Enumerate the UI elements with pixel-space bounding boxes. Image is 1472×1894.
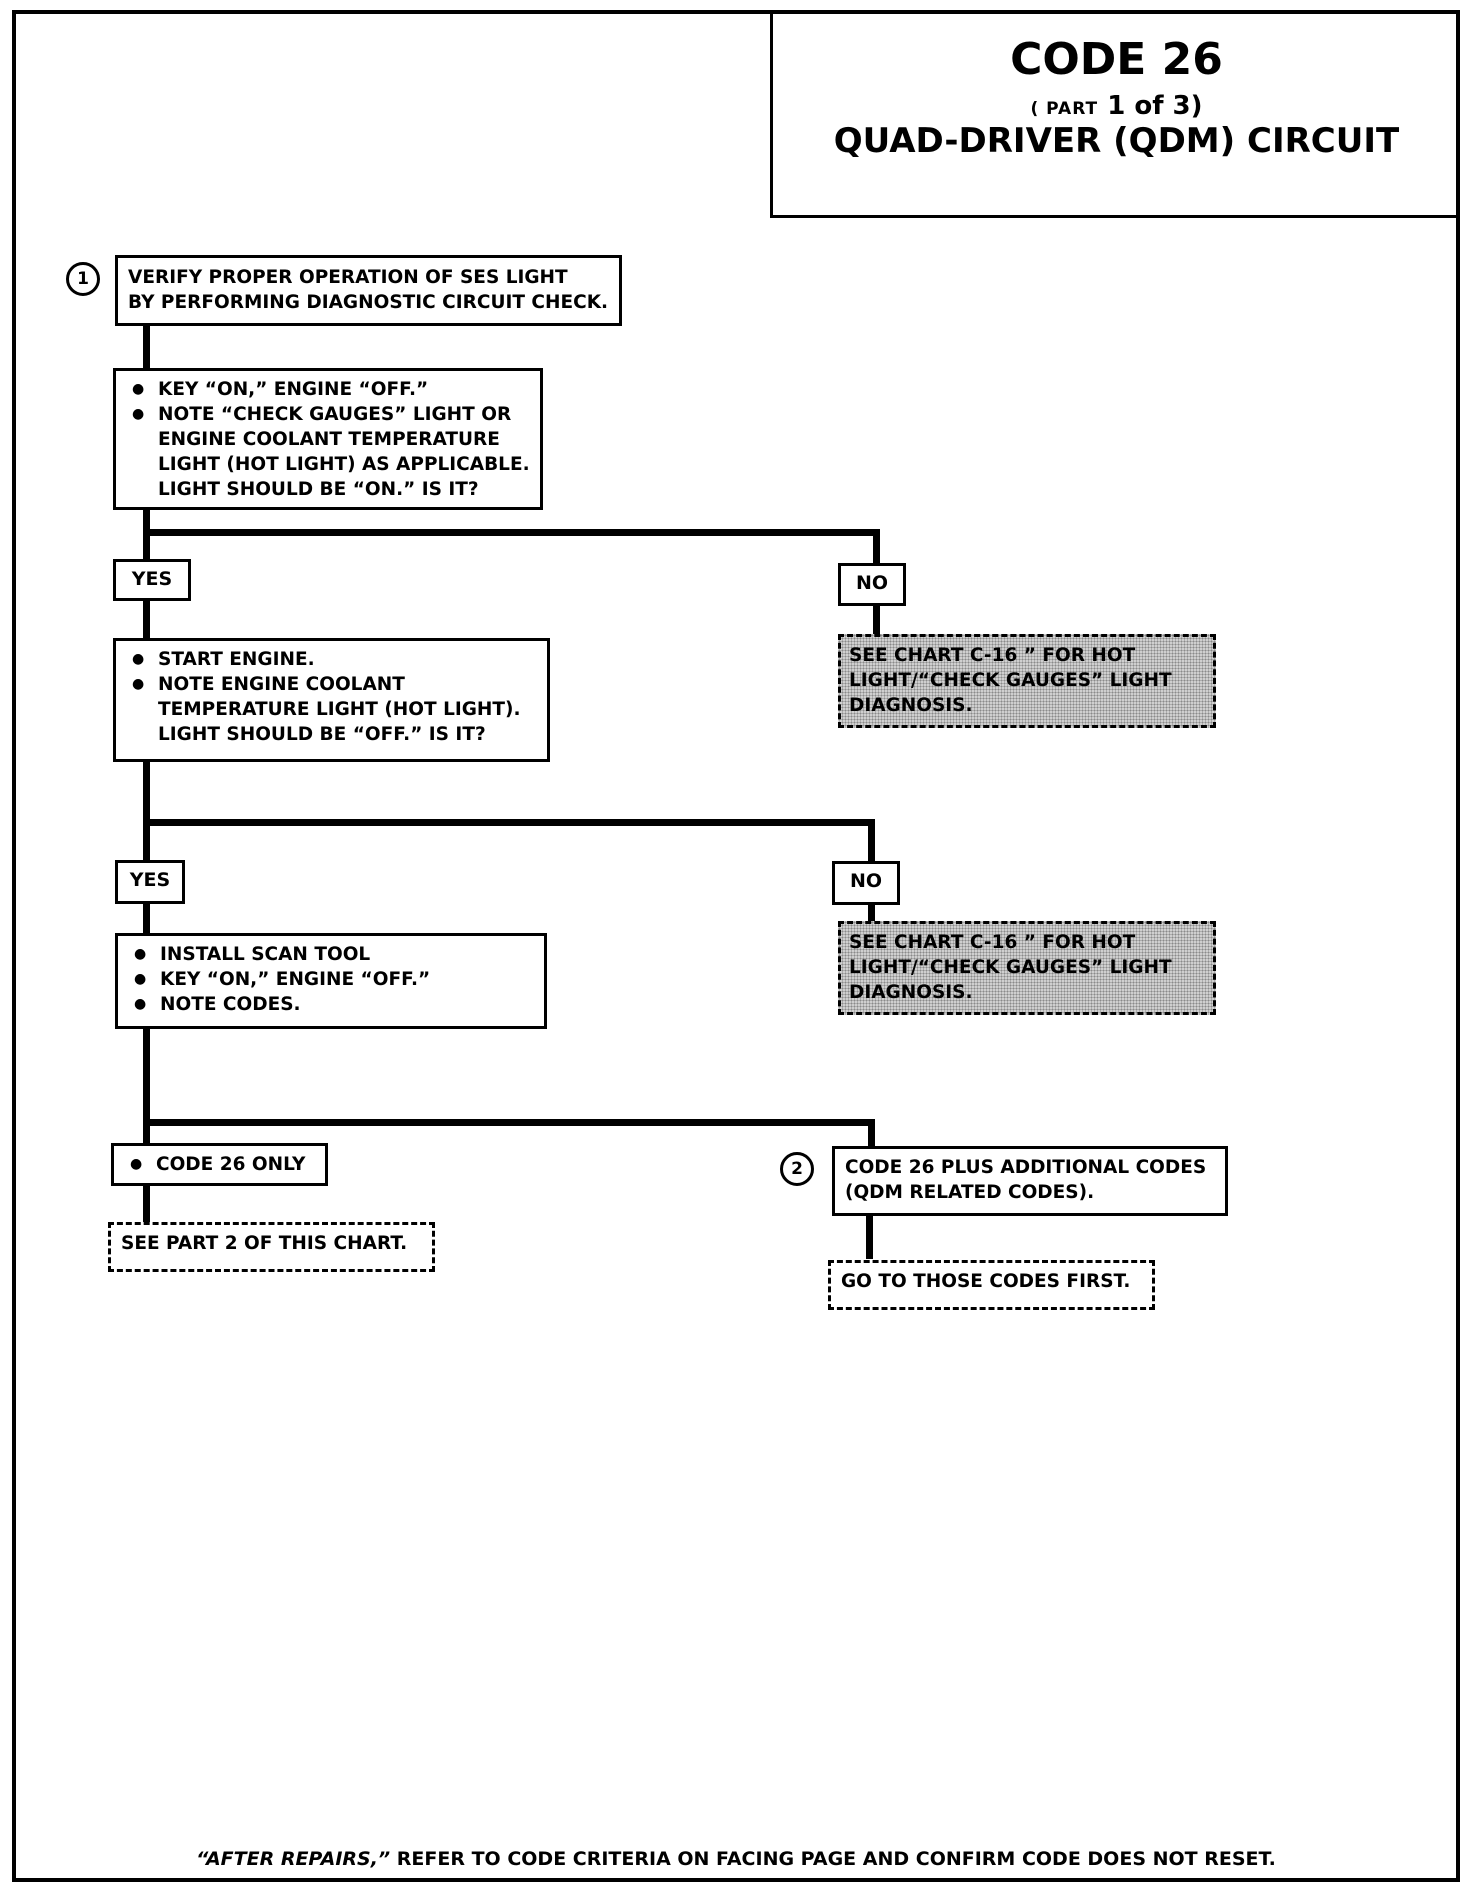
bullet-item: NOTE ENGINE COOLANT TEMPERATURE LIGHT (H…	[126, 672, 537, 747]
footer-text: REFER TO CODE CRITERIA ON FACING PAGE AN…	[390, 1848, 1276, 1870]
connector-line	[868, 1119, 875, 1147]
bullet-item: KEY “ON,” ENGINE “OFF.”	[128, 967, 534, 992]
footer-italic: “AFTER REPAIRS,”	[196, 1848, 391, 1870]
connector-line	[143, 819, 875, 826]
connector-line	[143, 1028, 150, 1145]
bullet-item: INSTALL SCAN TOOL	[128, 942, 534, 967]
code-26-plus-box: CODE 26 PLUS ADDITIONAL CODES (QDM RELAT…	[832, 1146, 1228, 1216]
verify-line-2: BY PERFORMING DIAGNOSTIC CIRCUIT CHECK.	[128, 292, 609, 313]
part-number: 1 of 3)	[1107, 91, 1203, 122]
connector-line	[143, 508, 150, 564]
no-label: NO	[832, 861, 900, 905]
key-on-check-box: KEY “ON,” ENGINE “OFF.” NOTE “CHECK GAUG…	[113, 368, 543, 510]
see-part-2-box: SEE PART 2 OF THIS CHART.	[108, 1222, 435, 1272]
connector-line	[143, 760, 150, 864]
verify-line-1: VERIFY PROPER OPERATION OF SES LIGHT	[128, 267, 568, 288]
connector-line	[143, 529, 880, 536]
see-chart-c16-box: SEE CHART C-16 ” FOR HOT LIGHT/“CHECK GA…	[838, 634, 1216, 728]
connector-line	[873, 604, 880, 638]
no-label: NO	[838, 563, 906, 606]
circuit-subtitle: QUAD-DRIVER (QDM) CIRCUIT	[833, 120, 1400, 161]
connector-line	[868, 819, 875, 865]
start-engine-box: START ENGINE. NOTE ENGINE COOLANT TEMPER…	[113, 638, 550, 762]
page-frame	[12, 10, 1460, 1882]
connector-line	[143, 903, 150, 937]
bullet-item: START ENGINE.	[126, 647, 537, 672]
bullet-item: NOTE “CHECK GAUGES” LIGHT OR ENGINE COOL…	[126, 402, 530, 502]
code-26-only-box: CODE 26 ONLY	[111, 1143, 328, 1186]
connector-line	[143, 324, 150, 372]
connector-line	[143, 1119, 875, 1126]
title-block: CODE 26 ( PART 1 of 3) QUAD-DRIVER (QDM)…	[770, 10, 1460, 218]
connector-line	[143, 1184, 150, 1222]
connector-line	[868, 903, 875, 937]
yes-label: YES	[113, 559, 191, 601]
code-26-plus-line-1: CODE 26 PLUS ADDITIONAL CODES	[845, 1157, 1207, 1178]
bullet-item: CODE 26 ONLY	[124, 1152, 315, 1177]
step-marker-2: 2	[780, 1152, 814, 1186]
verify-ses-light-box: VERIFY PROPER OPERATION OF SES LIGHT BY …	[115, 255, 622, 326]
bullet-item: NOTE CODES.	[128, 992, 534, 1017]
connector-line	[143, 598, 150, 640]
step-marker-1: 1	[66, 262, 100, 296]
connector-line	[873, 529, 880, 567]
see-chart-c16-box: SEE CHART C-16 ” FOR HOT LIGHT/“CHECK GA…	[838, 921, 1216, 1015]
yes-label: YES	[115, 860, 185, 904]
connector-line	[866, 1214, 873, 1259]
install-scan-tool-box: INSTALL SCAN TOOL KEY “ON,” ENGINE “OFF.…	[115, 933, 547, 1029]
bullet-item: KEY “ON,” ENGINE “OFF.”	[126, 377, 530, 402]
code-26-plus-line-2: (QDM RELATED CODES).	[845, 1182, 1095, 1203]
footer-note: “AFTER REPAIRS,” REFER TO CODE CRITERIA …	[0, 1848, 1472, 1870]
part-prefix: ( PART	[1030, 99, 1099, 120]
code-title: CODE 26	[1010, 34, 1223, 85]
part-indicator: ( PART 1 of 3)	[773, 92, 1460, 121]
go-to-codes-first-box: GO TO THOSE CODES FIRST.	[828, 1260, 1155, 1310]
